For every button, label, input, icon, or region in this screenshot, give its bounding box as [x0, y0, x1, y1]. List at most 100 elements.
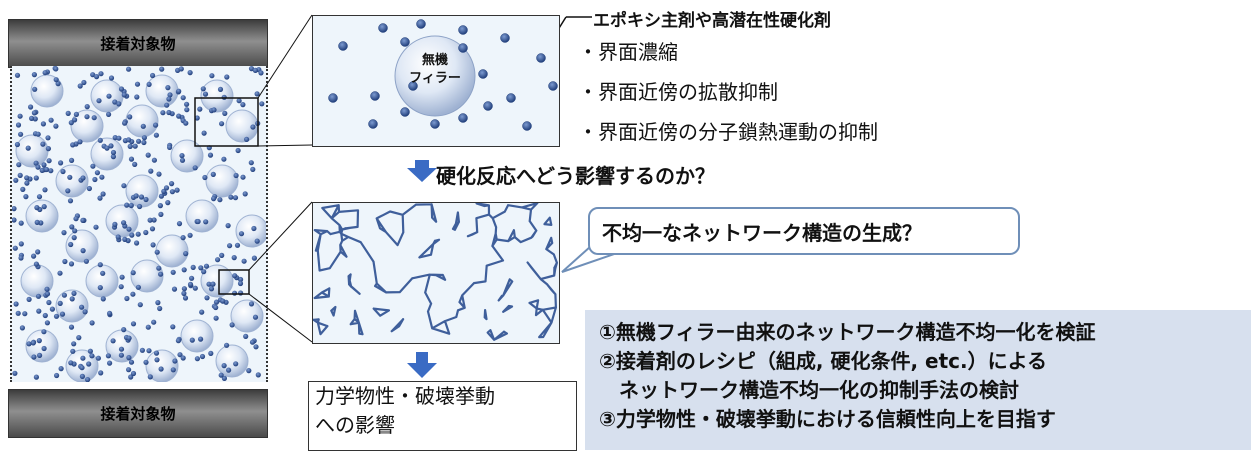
- molecule-dot: [69, 296, 75, 302]
- molecule-dot: [126, 355, 132, 361]
- molecule-dot: [112, 99, 118, 105]
- molecule-dot: [178, 66, 184, 72]
- molecule-dot: [167, 144, 173, 150]
- molecule-dot: [72, 228, 78, 234]
- molecule-dot: [100, 270, 106, 276]
- molecule-dot: [82, 309, 88, 315]
- molecule-dot: [184, 101, 190, 107]
- molecule-dot: [176, 221, 183, 227]
- molecule-dot: [159, 66, 165, 72]
- molecule-dot: [224, 74, 230, 80]
- top-substrate-label: 接着対象物: [100, 35, 176, 53]
- molecule-dot: [128, 156, 135, 162]
- molecule-dot: [128, 374, 134, 380]
- molecule-dot: [127, 143, 133, 149]
- goals-box: ①無機フィラー由来のネットワーク構造不均一化を検証 ②接着剤のレシピ（組成, 硬…: [585, 310, 1251, 450]
- molecule-dot: [197, 106, 203, 112]
- molecule-dot: [156, 171, 162, 177]
- molecule-dot: [254, 238, 260, 244]
- molecule-dot: [254, 91, 260, 97]
- zoom-line: [248, 293, 313, 343]
- molecule-dot: [135, 284, 141, 290]
- molecule-dot: [255, 372, 261, 378]
- molecule-dot: [53, 123, 59, 129]
- molecule-dot: [378, 23, 388, 33]
- molecule-dot: [252, 314, 259, 320]
- network-callout: 不均一なネットワーク構造の生成？: [588, 207, 1020, 255]
- molecule-dot: [99, 174, 105, 180]
- molecule-dot: [207, 152, 214, 158]
- molecule-dot: [176, 88, 182, 94]
- molecule-dot: [244, 136, 250, 142]
- molecule-dot: [108, 75, 115, 81]
- molecule-dot: [176, 113, 182, 119]
- molecule-dot: [221, 156, 227, 162]
- filler-label-line1: 無機: [421, 53, 448, 68]
- molecule-dot: [169, 189, 175, 195]
- molecule-dot: [73, 111, 79, 117]
- molecule-dot: [39, 167, 45, 173]
- molecule-dot: [13, 177, 19, 183]
- molecule-dot: [86, 185, 92, 192]
- molecule-dot: [85, 377, 91, 383]
- molecule-dot: [83, 258, 89, 264]
- filler-sphere: [200, 79, 234, 113]
- molecule-dot: [62, 258, 68, 265]
- molecule-dot: [183, 251, 189, 257]
- molecule-dot: [18, 220, 24, 226]
- molecule-dot: [72, 117, 78, 123]
- molecule-dot: [222, 110, 228, 116]
- molecule-dot: [36, 194, 43, 200]
- molecule-dot: [35, 249, 41, 255]
- molecule-dot: [29, 115, 35, 121]
- molecule-dot: [146, 81, 152, 87]
- molecule-dot: [141, 135, 147, 141]
- network-strands: [312, 202, 558, 341]
- molecule-dot: [174, 187, 180, 193]
- filler-sphere: [25, 199, 59, 233]
- molecule-dot: [59, 311, 66, 317]
- molecule-dot: [14, 72, 21, 78]
- filler-sphere: [170, 139, 204, 173]
- molecule-dot: [43, 166, 50, 173]
- molecule-dot: [143, 196, 149, 203]
- molecule-dot: [24, 180, 30, 186]
- molecule-dot: [13, 301, 19, 307]
- molecule-dot: [44, 291, 51, 297]
- molecule-dot: [147, 374, 153, 380]
- molecule-dot: [536, 53, 546, 63]
- molecule-dot: [210, 171, 216, 177]
- molecule-dot: [54, 372, 60, 379]
- molecule-dot: [126, 367, 132, 373]
- molecule-dot: [208, 350, 214, 356]
- molecule-dot: [89, 320, 95, 326]
- molecule-dot: [79, 373, 85, 379]
- molecule-dot: [200, 86, 206, 92]
- molecule-dot: [249, 339, 256, 345]
- molecule-dot: [187, 70, 193, 76]
- molecule-dot: [84, 104, 90, 110]
- molecule-dot: [258, 70, 264, 76]
- goal-item: ②接着剤のレシピ（組成, 硬化条件, etc.）による: [599, 349, 1048, 373]
- molecule-dot: [108, 143, 114, 149]
- molecule-dot: [458, 43, 468, 53]
- molecule-dot: [199, 353, 206, 360]
- molecule-dot: [91, 115, 97, 121]
- molecule-dot: [158, 366, 164, 372]
- molecule-dot: [28, 104, 34, 110]
- impact-line2: への影響: [315, 413, 395, 437]
- molecule-dot: [145, 152, 151, 158]
- molecule-dot: [119, 274, 125, 280]
- molecule-dot: [79, 365, 85, 371]
- molecule-dot: [44, 286, 50, 292]
- molecule-dot: [160, 110, 166, 116]
- molecule-dot: [370, 91, 380, 101]
- molecule-dot: [154, 249, 160, 255]
- molecule-dot: [61, 230, 67, 236]
- molecule-dot: [118, 284, 124, 290]
- impact-box: 力学物性・破壊挙動 への影響: [308, 381, 577, 451]
- molecule-dot: [35, 293, 42, 299]
- down-arrow-icon: [407, 160, 437, 182]
- molecule-dot: [180, 235, 186, 241]
- molecule-dot: [204, 295, 210, 301]
